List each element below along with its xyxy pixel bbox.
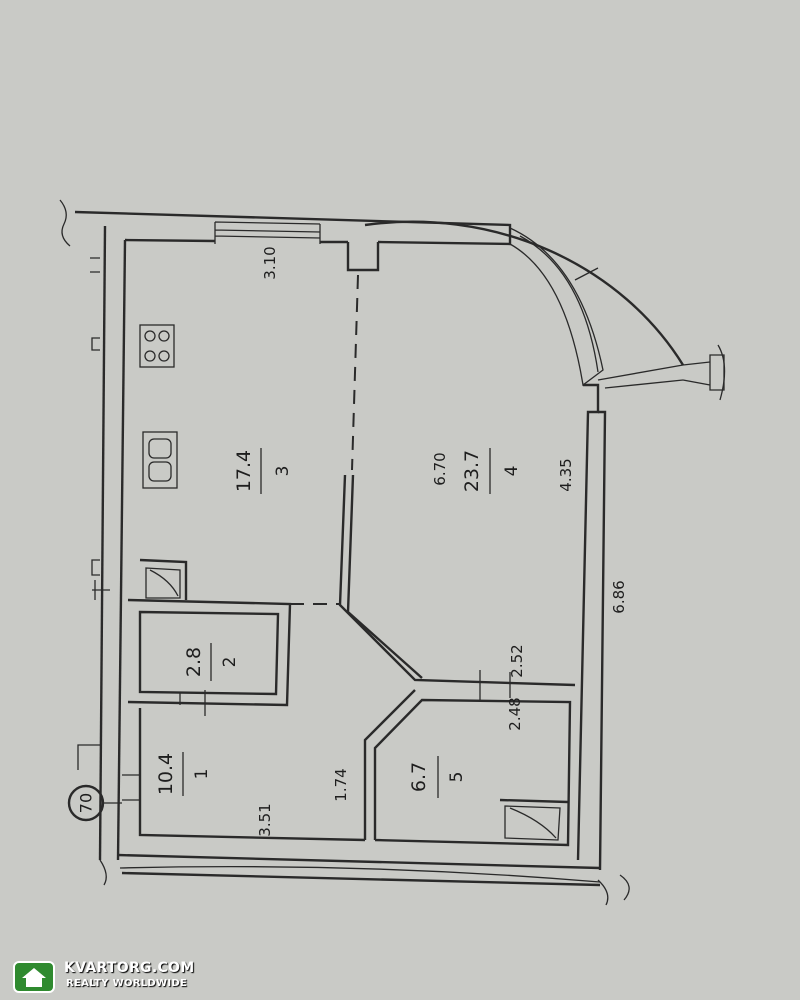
watermark-site: KVARTORG.COM — [64, 960, 195, 976]
room-5-number: 5 — [447, 772, 467, 783]
room-4-number: 4 — [502, 466, 522, 477]
dim-3-51: 3.51 — [256, 803, 274, 836]
balcony — [364, 220, 726, 401]
room-2-area: 2.8 — [183, 647, 205, 677]
room-2-number: 2 — [220, 657, 240, 668]
fixtures — [139, 324, 178, 489]
dimension-labels: 3.10 6.70 4.35 6.86 2.52 2.48 3.51 1.74 — [256, 246, 628, 836]
dim-4-35: 4.35 — [557, 458, 575, 491]
room-5-area: 6.7 — [408, 762, 430, 792]
room-1-number: 1 — [192, 769, 212, 780]
room-4-area: 23.7 — [461, 450, 483, 492]
room-1-area: 10.4 — [155, 753, 177, 795]
dim-2-48: 2.48 — [506, 697, 524, 730]
dim-2-52: 2.52 — [508, 644, 526, 677]
sink-icon — [142, 431, 178, 489]
room-3-number: 3 — [273, 466, 293, 477]
room-labels: 3 17.4 4 23.7 2 2.8 1 10.4 5 6.7 — [155, 448, 522, 798]
watermark-tagline: REALTY WORLDWIDE — [66, 978, 188, 989]
dim-3-10: 3.10 — [261, 246, 279, 279]
room-3-area: 17.4 — [233, 450, 255, 492]
dim-6-86: 6.86 — [610, 580, 628, 613]
watermark: KVARTORG.COM REALTY WORLDWIDE — [8, 958, 208, 996]
dim-1-74: 1.74 — [332, 768, 350, 801]
building-number-marker: 70 — [67, 784, 122, 822]
dim-6-70: 6.70 — [431, 452, 449, 485]
outer-walls — [59, 199, 630, 906]
stove-icon — [139, 324, 175, 368]
house-icon — [13, 961, 55, 993]
interior-walls — [122, 274, 576, 847]
building-number: 70 — [77, 793, 96, 813]
